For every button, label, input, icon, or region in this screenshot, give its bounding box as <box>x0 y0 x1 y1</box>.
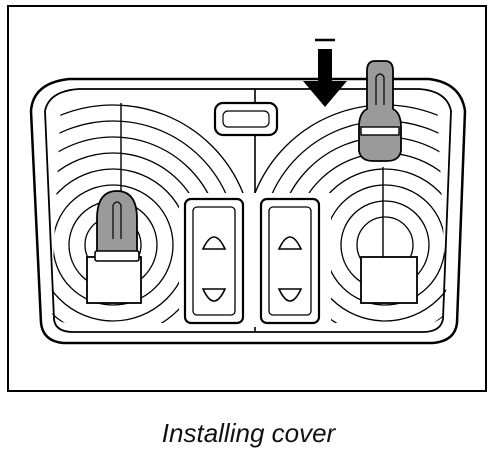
lamp-housing-diagram <box>29 38 467 345</box>
center-tab <box>213 101 279 137</box>
housing-inner-outline <box>44 88 452 333</box>
left-socket <box>86 256 142 304</box>
figure-caption: Installing cover <box>161 418 336 448</box>
left-switch <box>183 197 245 325</box>
housing-outline <box>29 77 467 345</box>
left-bulb <box>94 190 140 262</box>
right-socket <box>360 256 418 304</box>
figure-frame <box>7 5 487 392</box>
down-arrow-icon <box>303 38 347 107</box>
right-switch <box>259 197 321 325</box>
right-bulb <box>358 60 402 162</box>
